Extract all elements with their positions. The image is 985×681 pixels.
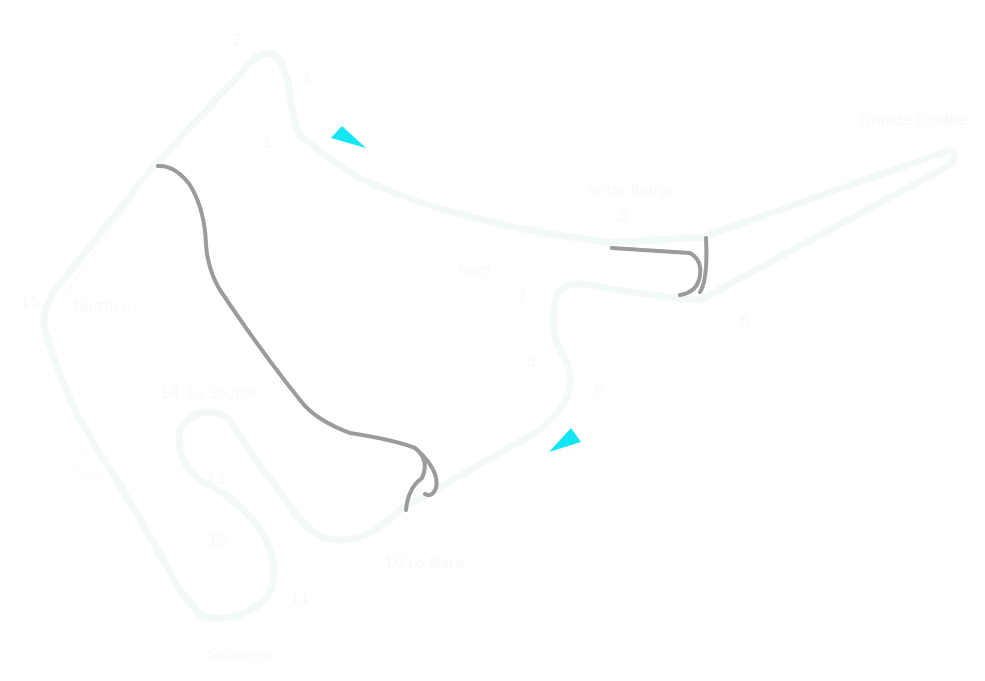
corner-name: Northern bbox=[74, 299, 136, 315]
corner-name: Southern bbox=[208, 648, 272, 664]
turn-number: 10 bbox=[384, 553, 404, 572]
direction-arrow-icon bbox=[549, 428, 581, 452]
corner-name: La Source bbox=[188, 386, 257, 402]
turn-labels: 2 3 1 4 5 6 7 8 9 10 11 12 13 14 15 bbox=[20, 30, 950, 608]
track-outline bbox=[40, 50, 959, 622]
corner-name: Nord bbox=[458, 263, 491, 279]
pit-lane-main bbox=[156, 163, 427, 512]
pit-lane bbox=[156, 163, 709, 512]
turn-number: 11 bbox=[290, 589, 310, 608]
turn-number: 8 bbox=[526, 351, 536, 370]
corner-name: Tertre Rouge bbox=[585, 183, 675, 199]
turn-number: 7 bbox=[516, 288, 526, 307]
turn-number: 4 bbox=[940, 110, 950, 129]
turn-number: 3 bbox=[300, 69, 310, 88]
turn-number: 5 bbox=[618, 206, 628, 225]
track-layout bbox=[40, 50, 959, 622]
corner-name: Grande Courbe bbox=[860, 113, 966, 129]
turn-number: 13 bbox=[206, 469, 226, 488]
turn-number: 15 bbox=[20, 293, 40, 312]
turn-number: 9 bbox=[594, 381, 604, 400]
turn-number: 12 bbox=[208, 531, 228, 550]
turn-number: 14 bbox=[160, 383, 180, 402]
direction-arrow-icon bbox=[331, 126, 366, 148]
track-inner-edge bbox=[59, 174, 151, 481]
corner-name-labels: Grande Courbe Tertre Rouge Nord Northern… bbox=[74, 113, 966, 664]
turn-number: 6 bbox=[740, 311, 750, 330]
turn-number: 2 bbox=[232, 30, 242, 49]
pit-lane-loop bbox=[413, 446, 439, 498]
turn-number: 1 bbox=[262, 133, 272, 152]
pit-lane-hairpin bbox=[610, 236, 709, 297]
corner-name: Le Mans bbox=[408, 556, 465, 572]
